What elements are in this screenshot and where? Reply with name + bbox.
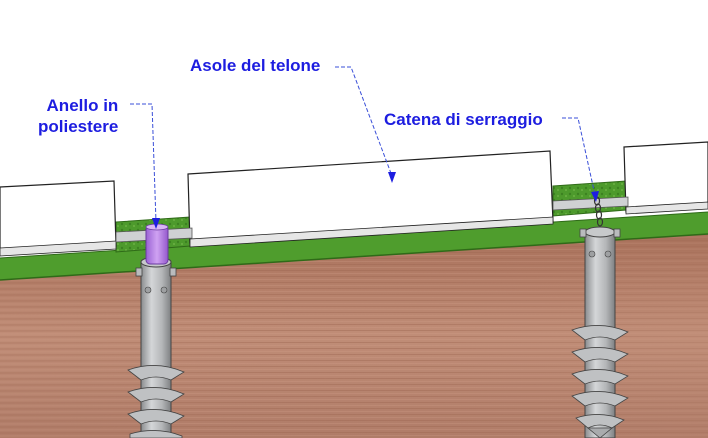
anchor-screw-icon	[127, 256, 185, 438]
tarp-panel-left	[0, 180, 117, 257]
label-anello-line2: poliestere	[38, 117, 119, 136]
leader-catena	[562, 117, 599, 202]
tarp-panel-right	[623, 141, 708, 215]
label-asole-del-telone: Asole del telone	[190, 55, 320, 76]
tarp-panel-center	[187, 150, 554, 248]
arrow-icon	[388, 172, 396, 183]
arrow-icon	[152, 218, 160, 229]
leader-anello	[130, 103, 160, 229]
tension-bar	[115, 196, 629, 243]
leader-asole	[335, 66, 396, 183]
label-anello-line1: Anello in	[46, 96, 119, 115]
label-anello-poliestere: Anello in poliestere	[38, 95, 118, 137]
label-asole-text: Asole del telone	[190, 56, 321, 75]
soil-layer	[0, 232, 708, 438]
anchor-screw-icon	[571, 226, 629, 438]
label-catena-di-serraggio: Catena di serraggio	[384, 109, 543, 130]
label-catena-text: Catena di serraggio	[384, 110, 543, 129]
arrow-icon	[591, 191, 599, 202]
ring-icon	[145, 223, 169, 265]
